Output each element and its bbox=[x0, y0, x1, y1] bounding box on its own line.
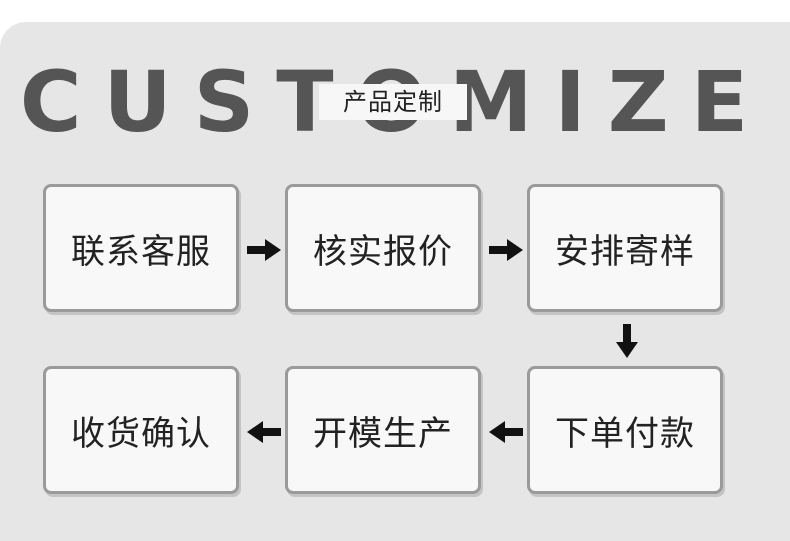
step-order-payment: 下单付款 bbox=[527, 366, 723, 494]
step-label: 开模生产 bbox=[313, 413, 453, 454]
step-arrange-sample: 安排寄样 bbox=[527, 184, 723, 312]
arrow-down-icon bbox=[616, 324, 638, 358]
arrow-right-icon bbox=[489, 239, 523, 261]
step-label: 安排寄样 bbox=[555, 231, 695, 272]
step-label: 收货确认 bbox=[71, 413, 211, 454]
step-mold-production: 开模生产 bbox=[285, 366, 481, 494]
arrow-left-icon bbox=[247, 421, 281, 443]
step-label: 联系客服 bbox=[71, 231, 211, 272]
step-label: 下单付款 bbox=[555, 413, 695, 454]
step-contact-service: 联系客服 bbox=[43, 184, 239, 312]
arrow-right-icon bbox=[247, 239, 281, 261]
arrow-left-icon bbox=[489, 421, 523, 443]
title-chinese: 产品定制 bbox=[319, 84, 467, 120]
step-confirm-receipt: 收货确认 bbox=[43, 366, 239, 494]
step-label: 核实报价 bbox=[313, 231, 453, 272]
step-verify-quote: 核实报价 bbox=[285, 184, 481, 312]
